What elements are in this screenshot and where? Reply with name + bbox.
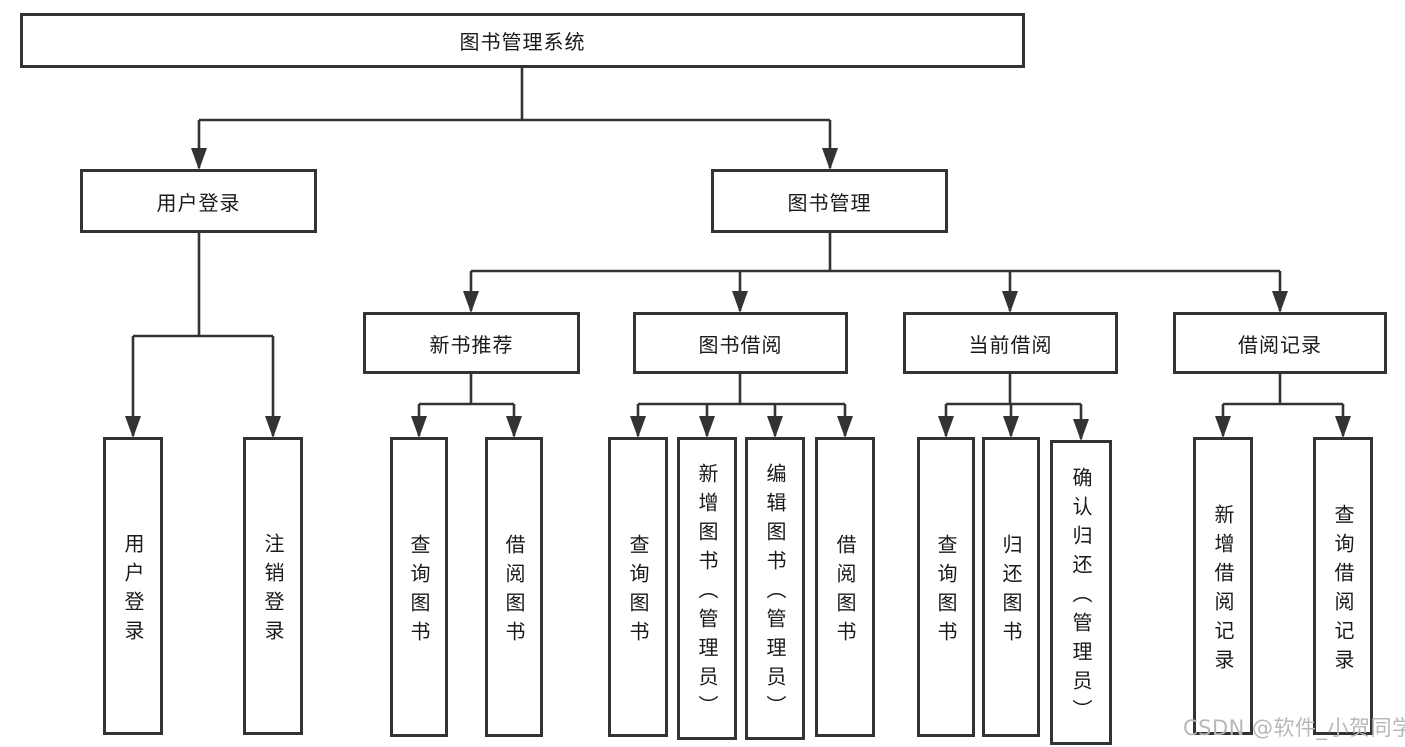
node-book-management: 图书管理 xyxy=(711,169,948,233)
arrowhead-icon xyxy=(1335,416,1351,438)
leaf-confirm-return-admin: 确认归还（管理员） xyxy=(1050,440,1112,745)
arrowhead-icon xyxy=(767,416,783,438)
leaf-query-books-2: 查询图书 xyxy=(608,437,668,737)
node-label: 确认归还（管理员） xyxy=(1069,466,1093,728)
node-borrowing-records: 借阅记录 xyxy=(1173,312,1387,374)
arrowhead-icon xyxy=(1272,291,1288,313)
node-label: 借阅记录 xyxy=(1238,332,1322,357)
arrowhead-icon xyxy=(463,291,479,313)
leaf-add-borrow-record: 新增借阅记录 xyxy=(1193,437,1253,735)
node-label: 编辑图书（管理员） xyxy=(763,462,787,724)
leaf-query-borrow-record: 查询借阅记录 xyxy=(1313,437,1373,735)
node-label: 归还图书 xyxy=(999,533,1023,650)
leaf-query-books-3: 查询图书 xyxy=(917,437,975,737)
leaf-user-login: 用户登录 xyxy=(103,437,163,735)
node-label: 新增图书（管理员） xyxy=(695,462,719,724)
node-label: 查询借阅记录 xyxy=(1331,503,1355,678)
leaf-borrow-books-2: 借阅图书 xyxy=(815,437,875,737)
arrowhead-icon xyxy=(699,416,715,438)
node-root-system: 图书管理系统 xyxy=(20,13,1025,68)
leaf-logout: 注销登录 xyxy=(243,437,303,735)
leaf-add-books-admin: 新增图书（管理员） xyxy=(677,437,737,740)
arrowhead-icon xyxy=(506,416,522,438)
node-label: 借阅图书 xyxy=(833,533,857,650)
node-label: 查询图书 xyxy=(626,533,650,650)
node-new-book-recommend: 新书推荐 xyxy=(363,312,580,374)
node-label: 图书管理系统 xyxy=(459,30,586,54)
arrowhead-icon xyxy=(630,416,646,438)
arrowhead-icon xyxy=(265,416,281,438)
arrowhead-icon xyxy=(1073,419,1089,441)
leaf-query-books-1: 查询图书 xyxy=(390,437,448,737)
arrowhead-icon xyxy=(1003,416,1019,438)
node-current-borrowing: 当前借阅 xyxy=(903,312,1118,374)
leaf-edit-books-admin: 编辑图书（管理员） xyxy=(745,437,805,740)
node-label: 图书借阅 xyxy=(698,332,783,357)
node-label: 新书推荐 xyxy=(429,332,514,357)
arrowhead-icon xyxy=(125,416,141,438)
node-label: 新增借阅记录 xyxy=(1211,503,1235,678)
csdn-watermark: CSDN @软件_小贺同学 xyxy=(1183,716,1405,740)
arrowhead-icon xyxy=(191,148,207,170)
node-label: 注销登录 xyxy=(261,532,285,649)
node-label: 用户登录 xyxy=(121,532,145,649)
arrowhead-icon xyxy=(938,416,954,438)
tree-edges xyxy=(131,68,1345,439)
node-user-login: 用户登录 xyxy=(80,169,317,233)
node-label: 查询图书 xyxy=(934,533,958,650)
node-label: 查询图书 xyxy=(407,533,431,650)
leaf-borrow-books-1: 借阅图书 xyxy=(485,437,543,737)
arrowhead-icon xyxy=(822,148,838,170)
arrowhead-icon xyxy=(411,416,427,438)
arrowhead-icon xyxy=(1002,291,1018,313)
node-label: 用户登录 xyxy=(156,190,241,215)
arrowhead-icon xyxy=(837,416,853,438)
arrowhead-icon xyxy=(732,291,748,313)
node-book-borrowing: 图书借阅 xyxy=(633,312,848,374)
leaf-return-books: 归还图书 xyxy=(982,437,1040,737)
node-label: 当前借阅 xyxy=(968,332,1053,357)
arrowhead-icon xyxy=(1215,416,1231,438)
node-label: 借阅图书 xyxy=(502,533,526,650)
node-label: 图书管理 xyxy=(787,190,872,215)
